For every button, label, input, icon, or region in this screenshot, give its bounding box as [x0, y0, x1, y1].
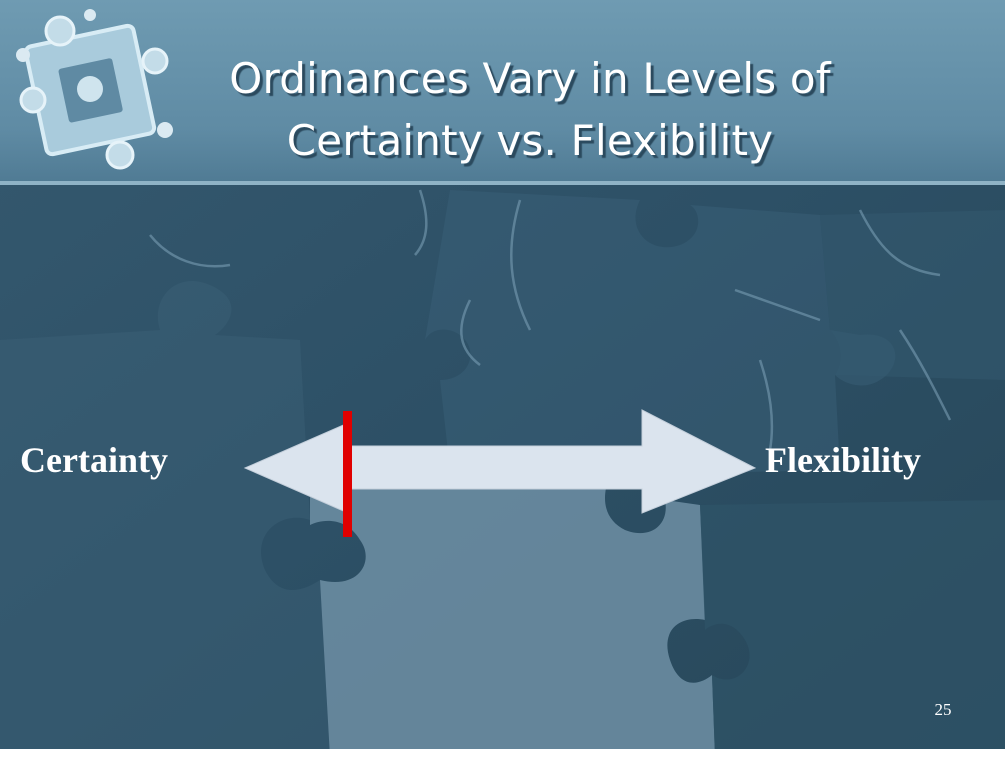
- bottom-border: [0, 749, 1005, 757]
- puzzle-pieces-icon: [16, 9, 173, 170]
- double-arrow-icon: [243, 409, 757, 537]
- title-line-1: Ordinances Vary in Levels of: [229, 54, 831, 103]
- double-arrow-shape: [243, 409, 757, 514]
- slide-title: Ordinances Vary in Levels of Certainty v…: [120, 48, 940, 172]
- flexibility-label: Flexibility: [765, 440, 921, 480]
- position-marker: [343, 411, 352, 537]
- page-number: 25: [934, 700, 952, 719]
- title-line-2: Certainty vs. Flexibility: [286, 116, 774, 165]
- certainty-label: Certainty: [20, 440, 168, 480]
